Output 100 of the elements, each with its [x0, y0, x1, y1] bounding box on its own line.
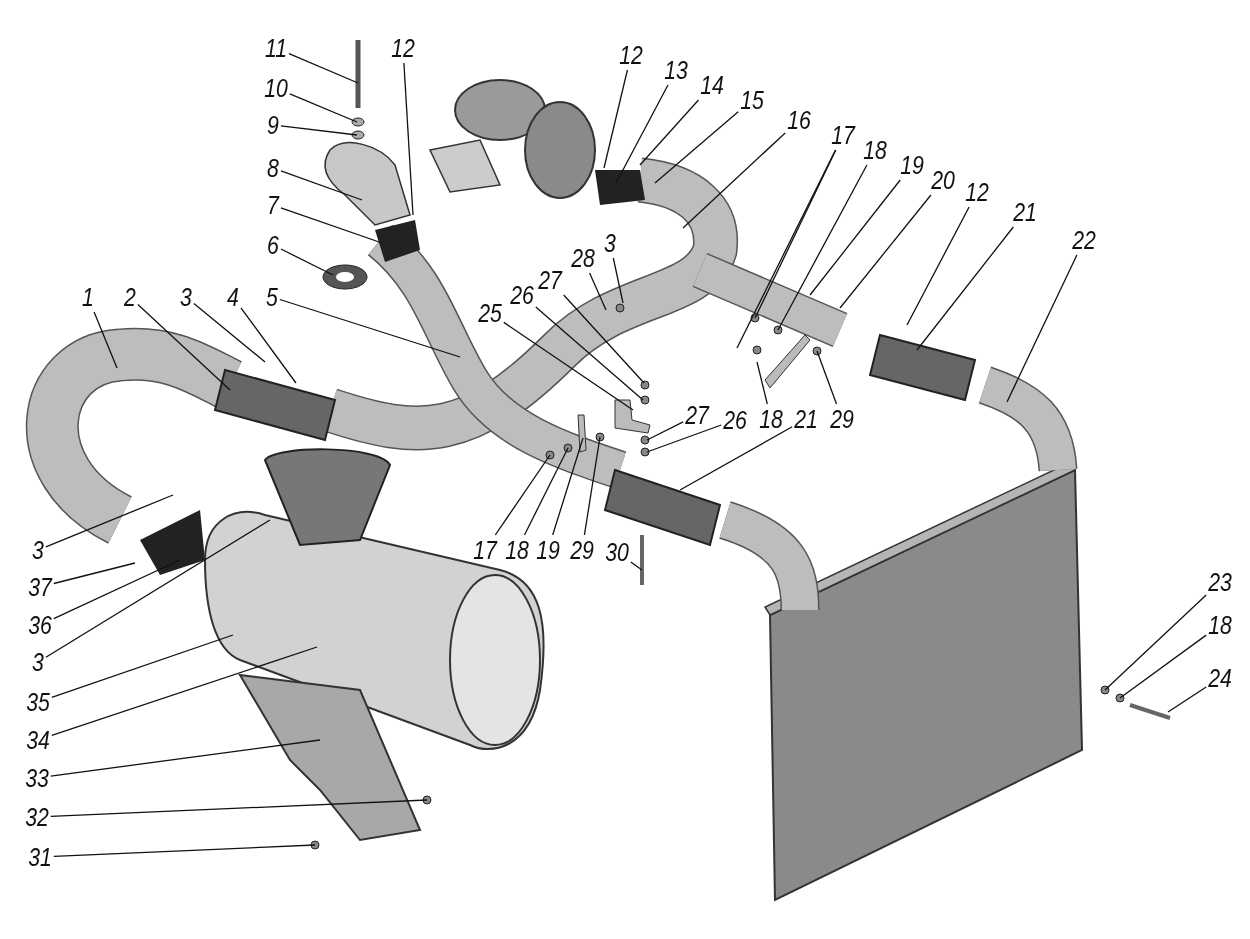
leader-line [906, 206, 970, 326]
callout-number: 9 [267, 112, 279, 138]
callout-number: 33 [25, 765, 49, 791]
leader-line [916, 226, 1014, 351]
leader-line [583, 436, 601, 536]
callout-number: 37 [28, 574, 52, 600]
leader-line [809, 179, 901, 296]
callout-number: 4 [227, 284, 239, 310]
callout-number: 6 [267, 232, 279, 258]
callout-number: 19 [900, 152, 924, 178]
leader-line [535, 306, 644, 401]
leader-line [51, 646, 318, 737]
callout-number: 3 [180, 284, 192, 310]
callout-number: 35 [26, 689, 50, 715]
leader-line [45, 519, 271, 658]
callout-number: 30 [605, 539, 629, 565]
leader-line [588, 272, 607, 311]
callout-number: 7 [267, 192, 279, 218]
leader-line [503, 321, 634, 411]
leader-line [603, 69, 629, 169]
callout-number: 1 [82, 284, 94, 310]
callout-number: 3 [32, 537, 44, 563]
leader-line [280, 170, 363, 201]
callout-number: 2 [124, 284, 136, 310]
callout-number: 12 [619, 42, 643, 68]
callout-number: 18 [505, 537, 529, 563]
leader-line [754, 149, 837, 319]
callout-number: 3 [32, 649, 44, 675]
callout-number: 12 [391, 35, 415, 61]
callout-number: 32 [25, 804, 49, 830]
leader-line [137, 303, 231, 391]
callout-number: 36 [28, 612, 52, 638]
callout-number: 21 [794, 406, 818, 432]
leader-line [816, 350, 838, 405]
leader-line [50, 799, 428, 818]
callout-number: 23 [1208, 569, 1232, 595]
leader-line [240, 307, 297, 384]
leader-line [679, 426, 793, 491]
callout-number: 11 [264, 35, 288, 61]
callout-number: 28 [571, 245, 595, 271]
callout-number: 8 [267, 155, 279, 181]
leader-line [288, 52, 359, 84]
callout-number: 19 [536, 537, 560, 563]
callout-number: 31 [28, 844, 52, 870]
callout-number: 21 [1013, 199, 1037, 225]
callout-number: 25 [478, 300, 502, 326]
leader-line [777, 164, 868, 331]
callout-number: 27 [538, 267, 562, 293]
leader-line [1119, 634, 1207, 699]
callout-number: 26 [510, 282, 534, 308]
leader-line [51, 634, 234, 698]
leader-line [279, 298, 461, 358]
leader-line [1167, 686, 1207, 713]
callout-number: 18 [759, 406, 783, 432]
leader-line [630, 561, 643, 571]
leader-line [53, 562, 136, 585]
leader-line [756, 361, 768, 405]
leader-line [839, 194, 932, 309]
leader-line [403, 62, 414, 216]
leader-line [654, 111, 739, 184]
callout-number: 17 [831, 122, 855, 148]
callout-number: 3 [604, 230, 616, 256]
leader-line [494, 454, 551, 536]
leader-line [53, 844, 316, 858]
callout-number: 29 [830, 406, 854, 432]
leader-line [682, 132, 786, 229]
callout-number: 26 [723, 407, 747, 433]
callout-number: 16 [787, 107, 811, 133]
leader-line [289, 93, 358, 123]
callout-number: 14 [700, 72, 724, 98]
callout-number: 15 [740, 87, 764, 113]
leader-line [50, 739, 321, 777]
leader-line [612, 257, 624, 304]
leader-line [280, 125, 358, 136]
callout-number: 12 [965, 179, 989, 205]
leader-line [53, 559, 181, 620]
callout-number: 20 [931, 167, 955, 193]
leader-line [736, 149, 837, 349]
leader-line [45, 494, 174, 548]
callout-number: 5 [266, 284, 278, 310]
leader-line [552, 437, 584, 536]
callout-number: 27 [685, 402, 709, 428]
leader-line [646, 424, 722, 453]
leader-line [563, 294, 645, 384]
callout-number: 10 [264, 75, 288, 101]
callout-number: 22 [1072, 227, 1096, 253]
leader-line [646, 421, 684, 441]
leader-line [523, 447, 569, 536]
leader-line [1006, 254, 1078, 403]
callout-number: 18 [1208, 612, 1232, 638]
callout-number: 29 [570, 537, 594, 563]
callout-number: 18 [863, 137, 887, 163]
callout-number: 24 [1208, 665, 1232, 691]
callout-number: 17 [473, 537, 497, 563]
callout-number: 34 [26, 727, 50, 753]
leader-line [93, 311, 118, 369]
leader-line [193, 302, 266, 363]
leader-line [280, 207, 383, 244]
leader-line [639, 99, 700, 166]
leader-line [1104, 594, 1207, 691]
